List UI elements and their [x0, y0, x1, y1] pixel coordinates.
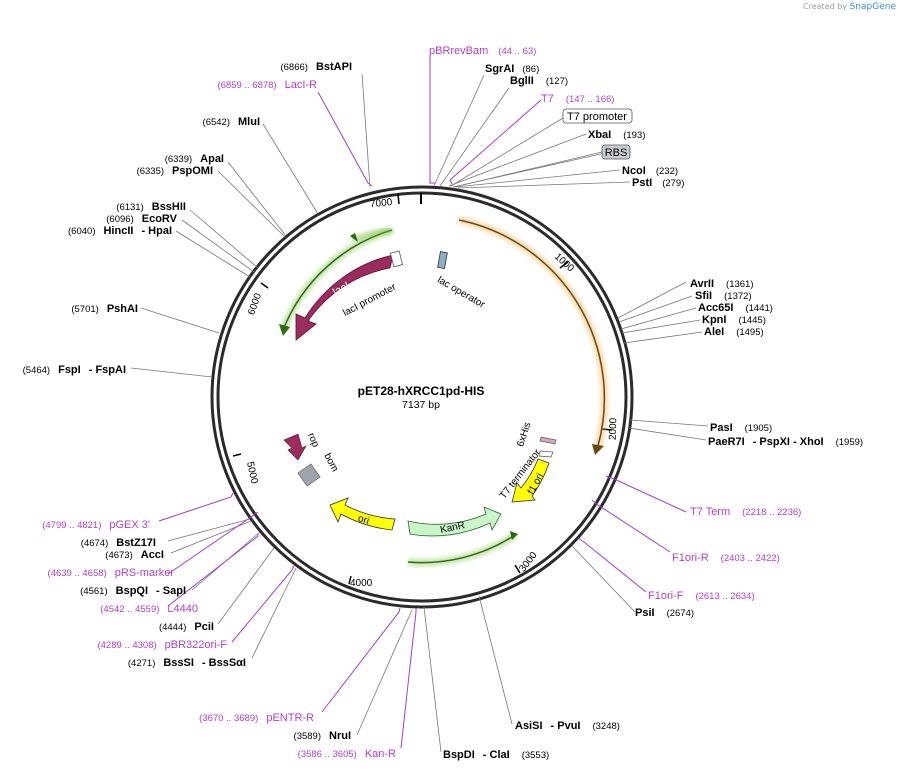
- enzyme-hincii-hpai[interactable]: (6040)HincII- HpaI: [68, 225, 172, 237]
- lac-operator-marker: [437, 251, 448, 270]
- ori-label: ori: [356, 513, 370, 527]
- primer-pbrrevbam[interactable]: pBRrevBam(44 .. 63): [429, 45, 536, 57]
- enzyme-pcii[interactable]: (4444)PciI: [159, 621, 214, 633]
- laci-feature: lacI lacI promoter: [295, 250, 404, 341]
- t7-promoter-label: T7 promoter: [567, 111, 627, 123]
- his-tag-feature: 6xHis: [515, 421, 557, 448]
- enzyme-ncoi[interactable]: NcoI(232): [622, 165, 678, 177]
- enzyme-psti[interactable]: PstI(279): [632, 177, 684, 189]
- enzyme-xbai[interactable]: XbaI(193): [588, 129, 645, 141]
- primer-pgex3[interactable]: (4799 .. 4821)pGEX 3': [42, 519, 150, 531]
- primer-f1ori-r[interactable]: F1ori-R(2403 .. 2422): [672, 552, 780, 564]
- his-tag-label: 6xHis: [515, 421, 533, 448]
- enzyme-acci[interactable]: (4673)AccI: [105, 549, 164, 561]
- laci-promoter-marker: [389, 250, 404, 268]
- enzyme-apai[interactable]: (6339)ApaI: [165, 153, 224, 165]
- t7-promoter-box[interactable]: T7 promoter: [562, 108, 633, 124]
- rbs-box[interactable]: RBS: [601, 144, 631, 160]
- orf-green-arc-laci: [279, 226, 394, 336]
- primer-t7[interactable]: T7(147 .. 166): [541, 93, 614, 105]
- enzyme-alei[interactable]: AleI(1495): [704, 326, 764, 338]
- tick-6000: [260, 282, 269, 289]
- ori-feature: ori: [329, 497, 396, 531]
- primer-pentr-r[interactable]: (3670 .. 3689)pENTR-R: [199, 712, 314, 724]
- enzyme-ecorv[interactable]: (6096)EcoRV: [106, 213, 177, 225]
- tick-label-6000: 6000: [246, 292, 264, 317]
- rop-label: rop: [305, 431, 321, 449]
- primer-leaders: [158, 55, 687, 749]
- enzyme-psii[interactable]: PsiI(2674): [635, 607, 694, 619]
- tick-label-5000: 5000: [244, 461, 259, 485]
- primer-kan-r[interactable]: (3586 .. 3605)Kan-R: [298, 748, 396, 760]
- enzyme-sfii[interactable]: SfiI(1372): [695, 290, 752, 302]
- plasmid-length: 7137 bp: [402, 399, 440, 411]
- enzyme-bsshii[interactable]: (6131)BssHII: [116, 201, 186, 213]
- enzyme-avrii[interactable]: AvrII(1361): [690, 278, 754, 290]
- enzyme-asisi-pvui[interactable]: AsiSI- PvuI(3248): [515, 720, 620, 732]
- tick-4000: [348, 575, 352, 585]
- orf-orange-arc: [458, 216, 608, 455]
- bom-feature: bom: [297, 451, 340, 487]
- rbs-label: RBS: [605, 147, 628, 159]
- tick-5000: [232, 453, 242, 457]
- enzyme-sgrai[interactable]: SgrAI(86): [485, 63, 539, 75]
- kanr-label: KanR: [439, 520, 466, 536]
- enzyme-bstz17i[interactable]: (4674)BstZ17I: [81, 537, 156, 549]
- enzyme-pshai[interactable]: (5701)PshAI: [71, 303, 138, 315]
- enzyme-kpni[interactable]: KpnI(1445): [702, 314, 766, 326]
- brand-name: SnapGene: [849, 2, 896, 12]
- enzyme-pspomi[interactable]: (6335)PspOMI: [137, 165, 213, 177]
- primer-labels: pBRrevBam(44 .. 63) (6859 .. 6878)LacI-R…: [42, 45, 801, 760]
- primer-l4440[interactable]: (4542 .. 4559)L4440: [100, 603, 198, 615]
- enzyme-paer7i-pspxi-xhoi[interactable]: PaeR7I- PspXI - XhoI(1959): [708, 436, 863, 448]
- plasmid-name: pET28-hXRCC1pd-HIS: [358, 384, 485, 398]
- brand-prefix: Created by: [803, 2, 848, 11]
- lac-operator-feature: lac operator: [435, 251, 487, 311]
- orf-green-arc-kanr: [407, 531, 518, 567]
- tick-3000: [514, 564, 521, 574]
- tick-7000: [397, 193, 400, 205]
- rop-feature: rop: [283, 431, 321, 461]
- lac-operator-label: lac operator: [435, 275, 487, 311]
- enzyme-bstapi[interactable]: (6866)BstAPI: [280, 61, 352, 73]
- tick-label-7000: 7000: [370, 197, 394, 210]
- kanr-feature: KanR: [407, 506, 502, 537]
- tick-label-3000: 3000: [517, 550, 540, 575]
- primer-f1ori-f[interactable]: F1ori-F(2613 .. 2634): [648, 590, 755, 602]
- enzyme-bspdi-clai[interactable]: BspDI- ClaI(3553): [443, 749, 549, 761]
- f1ori-label: f1 ori: [526, 472, 546, 497]
- primer-prs-marker[interactable]: (4639 .. 4658)pRS-marker: [48, 567, 175, 579]
- bom-label: bom: [321, 451, 340, 473]
- tick-label-4000: 4000: [350, 578, 373, 589]
- enzyme-bspqi-sapi[interactable]: (4561)BspQI- SapI: [80, 585, 186, 597]
- tick-label-2000: 2000: [608, 417, 620, 440]
- primer-t7-term[interactable]: T7 Term(2218 .. 2236): [690, 506, 801, 518]
- enzyme-leaders: [130, 73, 709, 753]
- tick-1000: [559, 261, 569, 269]
- primer-pbr322ori-f[interactable]: (4289 .. 4308)pBR322ori-F: [97, 639, 227, 651]
- primer-laci-r[interactable]: (6859 .. 6878)LacI-R: [217, 79, 317, 91]
- enzyme-fspi-fspai[interactable]: (5464)FspI- FspAI: [23, 364, 126, 376]
- enzyme-acc65i[interactable]: Acc65I(1441): [698, 302, 773, 314]
- enzyme-nrui[interactable]: (3589)NruI: [294, 730, 351, 742]
- snapgene-brand: Created by SnapGene: [803, 2, 896, 12]
- enzyme-labels: (6866)BstAPI SgrAI(86) BglII(127) XbaI(1…: [23, 61, 863, 761]
- enzyme-pasi[interactable]: PasI(1905): [710, 422, 772, 434]
- enzyme-bsssi-bsssai[interactable]: (4271)BssSI- BssSαI: [128, 657, 246, 669]
- enzyme-bglii[interactable]: BglII(127): [510, 75, 568, 87]
- enzyme-mlui[interactable]: (6542)MluI: [203, 116, 260, 128]
